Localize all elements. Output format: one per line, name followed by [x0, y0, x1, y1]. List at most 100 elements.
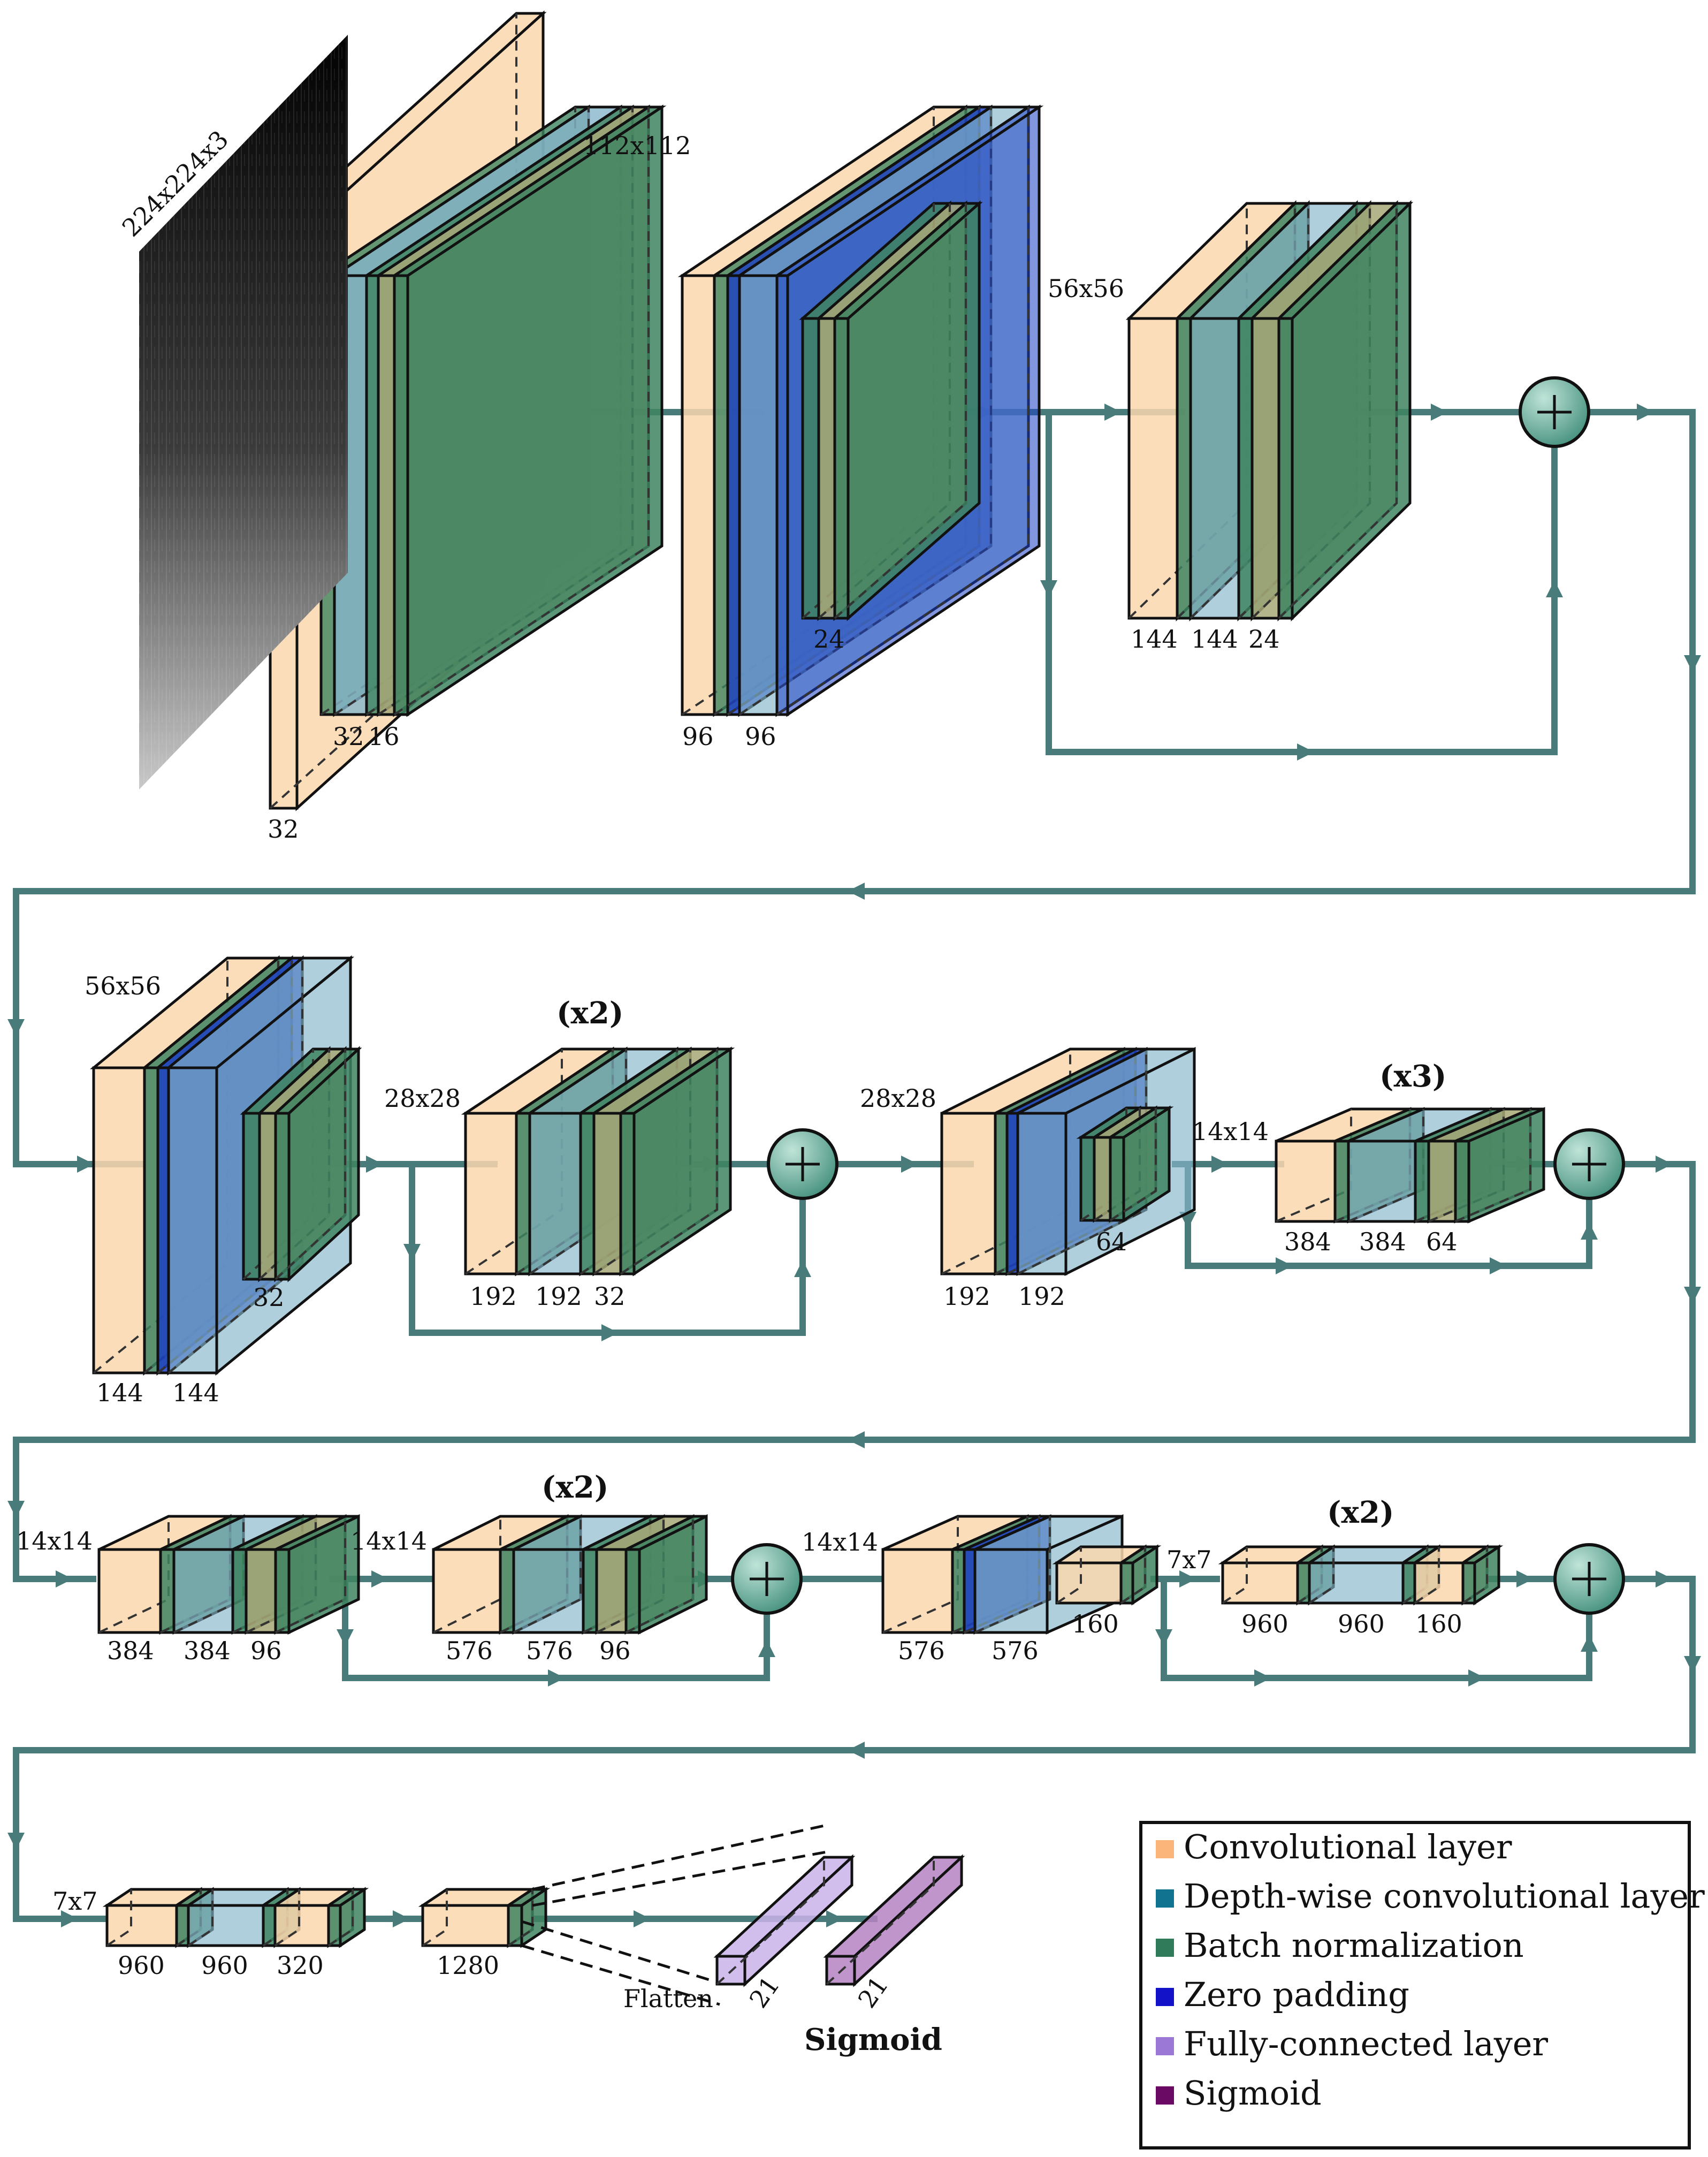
arrow-skip3b-d: [1581, 1635, 1598, 1652]
channel-label-160b: 160: [1415, 1609, 1462, 1638]
channel-label-64a: 64: [1096, 1227, 1127, 1256]
arrow-wrap1-e: [77, 1156, 94, 1173]
repeat-label-x2b: (x2): [542, 1470, 608, 1505]
layer-bn-24c: [1275, 200, 1414, 621]
channel-label-576b: 576: [526, 1636, 573, 1665]
arrow-wrap1-b: [1684, 655, 1701, 672]
channel-label-384b: 384: [1359, 1227, 1406, 1256]
legend-swatch: [1156, 2086, 1174, 2105]
repeat-label-x2a: (x2): [556, 996, 623, 1031]
layer-bn-64c: [1454, 1107, 1545, 1224]
layer-bn-1280: [504, 1887, 551, 1948]
legend-label: Fully-connected layer: [1184, 2024, 1548, 2063]
channel-label-96c: 96: [250, 1636, 282, 1665]
arrow-row3-e: [1516, 1570, 1534, 1588]
arrow-skip3b-a: [1155, 1629, 1172, 1646]
arrow-wrap2-b: [1684, 1287, 1701, 1304]
legend-swatch: [1156, 1939, 1174, 1957]
arrow-skip1-a: [1040, 580, 1057, 597]
layer-bn-32e: [616, 1046, 735, 1277]
arrow-skip2a-c: [794, 1260, 811, 1277]
add-node-5: [1553, 1543, 1625, 1615]
layer-bn-160b: [1458, 1544, 1504, 1606]
dim-label-14b: 14x14: [16, 1526, 93, 1555]
arrow-skip2b-d: [1581, 1222, 1598, 1240]
legend-swatch: [1156, 2037, 1174, 2055]
channel-label-960a: 960: [1241, 1609, 1288, 1638]
arrow-skip1-c: [1546, 580, 1563, 597]
arrow-row1-c: [1104, 404, 1122, 421]
repeat-label-x2c: (x2): [1327, 1495, 1394, 1530]
repeat-label-x3: (x3): [1379, 1059, 1446, 1094]
arrow-wrap2-a: [1656, 1156, 1673, 1173]
arrow-skip3a-a: [337, 1629, 354, 1646]
channel-label-24a: 24: [813, 625, 845, 654]
channel-label-192c: 192: [943, 1282, 990, 1311]
dim-label-56a: 56x56: [1048, 274, 1124, 303]
add-node-3: [1553, 1128, 1625, 1200]
arrow-skip3b-b: [1254, 1669, 1271, 1687]
input-spectrogram: 224x224x3: [117, 35, 348, 789]
dim-label-7b: 7x7: [52, 1887, 97, 1916]
legend-label: Zero padding: [1184, 1975, 1409, 2014]
layer-bn-160a: [1116, 1544, 1162, 1606]
channel-label-144b: 144: [1191, 625, 1238, 654]
dim-label-14d: 14x14: [802, 1528, 878, 1556]
legend-label: Depth-wise convolutional layer: [1184, 1877, 1705, 1916]
legend-item: Zero padding: [1156, 1975, 1409, 2014]
arrow-wrap1-d: [7, 1019, 25, 1036]
flatten-projection: [521, 1824, 827, 2006]
layer-bn-320: [324, 1887, 369, 1948]
channel-label-144d: 144: [172, 1378, 219, 1407]
layer-bn-96d: [274, 1514, 360, 1635]
legend-item: Sigmoid: [1156, 2074, 1322, 2113]
arrow-row3-a: [371, 1570, 388, 1588]
arrow-skip3a-b: [548, 1669, 565, 1687]
channel-label-192a: 192: [470, 1282, 517, 1311]
arrow-row1-d: [1431, 404, 1448, 421]
channel-label-32d: 32: [594, 1282, 626, 1311]
arrow-wrap3-c: [848, 1742, 865, 1759]
layer-bn-96e: [624, 1514, 708, 1635]
legend-item: Fully-connected layer: [1156, 2024, 1548, 2063]
legend-swatch: [1156, 1988, 1174, 2006]
channel-label-96a: 96: [682, 722, 714, 751]
arrow-skip2b-b: [1276, 1257, 1293, 1274]
channel-label-192d: 192: [1018, 1282, 1065, 1311]
legend-box: [1139, 1821, 1691, 2150]
arrow-wrap3-e: [61, 1910, 78, 1927]
channel-label-384d: 384: [184, 1636, 231, 1665]
channel-label-24b: 24: [1248, 625, 1280, 654]
arrow-skip2a-a: [403, 1244, 421, 1261]
channel-label-192b: 192: [535, 1282, 582, 1311]
channel-label-96b: 96: [745, 722, 776, 751]
legend-label: Convolutional layer: [1184, 1827, 1512, 1866]
arrow-wrap2-c: [848, 1431, 865, 1448]
legend-item: Batch normalization: [1156, 1926, 1524, 1965]
dim-label-14c: 14x14: [350, 1526, 427, 1555]
arrow-row2-c: [901, 1156, 918, 1173]
channel-label-64b: 64: [1426, 1227, 1458, 1256]
layer-bn-32d: [272, 1046, 362, 1282]
channel-label-960d: 960: [201, 1951, 248, 1980]
legend-item: Depth-wise convolutional layer: [1156, 1877, 1705, 1916]
channel-label-320: 320: [277, 1951, 324, 1980]
arrow-skip3a-c: [758, 1640, 775, 1657]
channel-label-160a: 160: [1072, 1609, 1119, 1638]
channel-label-144a: 144: [1131, 625, 1178, 654]
dim-label-14a: 14x14: [1192, 1117, 1269, 1146]
channel-label-576d: 576: [992, 1636, 1039, 1665]
channel-label-384c: 384: [107, 1636, 154, 1665]
arrow-row4-a: [393, 1910, 410, 1927]
dim-label-56b: 56x56: [85, 971, 161, 1000]
legend-swatch: [1156, 1889, 1174, 1908]
channel-label-576c: 576: [898, 1636, 945, 1665]
add-node-1: [1519, 376, 1590, 448]
arrow-skip3b-c: [1468, 1669, 1485, 1687]
legend-label: Batch normalization: [1184, 1926, 1524, 1965]
dim-label-112: 112x112: [583, 131, 691, 160]
channel-label-576a: 576: [446, 1636, 493, 1665]
channel-label-384a: 384: [1284, 1227, 1331, 1256]
arrow-row4-c: [826, 1910, 843, 1927]
